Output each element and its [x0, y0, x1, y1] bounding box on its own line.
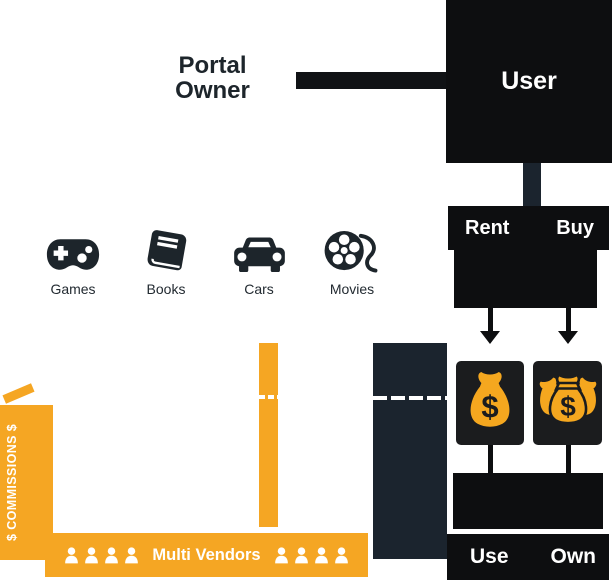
dashed-divider	[373, 396, 447, 400]
multi-vendors-bar: Multi Vendors	[45, 533, 368, 577]
rent-buy-node: Rent Buy	[448, 206, 609, 250]
use-own-node: Use Own	[447, 534, 609, 580]
person-icon	[274, 546, 289, 564]
category-games: Games	[40, 230, 106, 297]
category-movies: Movies	[317, 230, 387, 297]
category-label: Movies	[329, 281, 375, 297]
use-own-body	[453, 473, 603, 529]
buy-down-arrowhead-icon	[558, 331, 578, 344]
category-books: Books	[133, 230, 199, 297]
person-icon	[64, 546, 79, 564]
book-icon	[142, 230, 190, 274]
person-icon	[124, 546, 139, 564]
rent-use-connector	[488, 445, 493, 473]
gamepad-icon	[46, 230, 100, 274]
person-icon	[334, 546, 349, 564]
user-flow-bar	[373, 343, 447, 559]
film-reel-icon	[323, 230, 381, 274]
person-icon	[314, 546, 329, 564]
buy-down-arrow	[566, 308, 571, 332]
buy-label: Buy	[556, 216, 594, 239]
money-bag-icon: $	[467, 371, 513, 436]
commissions-label: $ COMMISSIONS $	[5, 423, 19, 541]
rent-label: Rent	[465, 216, 510, 239]
person-icon	[104, 546, 119, 564]
svg-text:$: $	[481, 389, 498, 424]
category-label: Cars	[244, 281, 274, 297]
category-cars: Cars	[226, 230, 292, 297]
person-icon	[84, 546, 99, 564]
owner-user-connector	[296, 72, 446, 89]
category-label: Games	[50, 281, 96, 297]
vendor-flow-bar	[259, 343, 278, 527]
rent-money-box: $	[456, 361, 524, 445]
money-bags-icon: $	[538, 371, 598, 436]
user-rentbuy-connector	[523, 163, 541, 207]
own-label: Own	[550, 545, 597, 568]
commissions-arrow-tip	[2, 383, 35, 404]
car-icon	[232, 230, 287, 274]
portal-owner-label: Portal Owner	[175, 52, 250, 104]
commissions-ribbon	[0, 405, 53, 560]
dashed-divider	[259, 395, 278, 399]
rent-down-arrow	[488, 308, 493, 332]
buy-own-connector	[566, 445, 571, 473]
person-icon	[294, 546, 309, 564]
rent-buy-body	[454, 250, 597, 308]
rent-down-arrowhead-icon	[480, 331, 500, 344]
svg-text:$: $	[560, 391, 576, 422]
user-label: User	[501, 67, 557, 95]
multi-vendors-label: Multi Vendors	[152, 545, 261, 564]
category-label: Books	[146, 281, 186, 297]
user-node: User	[446, 0, 612, 163]
buy-money-box: $	[533, 361, 602, 445]
use-label: Use	[470, 545, 509, 568]
